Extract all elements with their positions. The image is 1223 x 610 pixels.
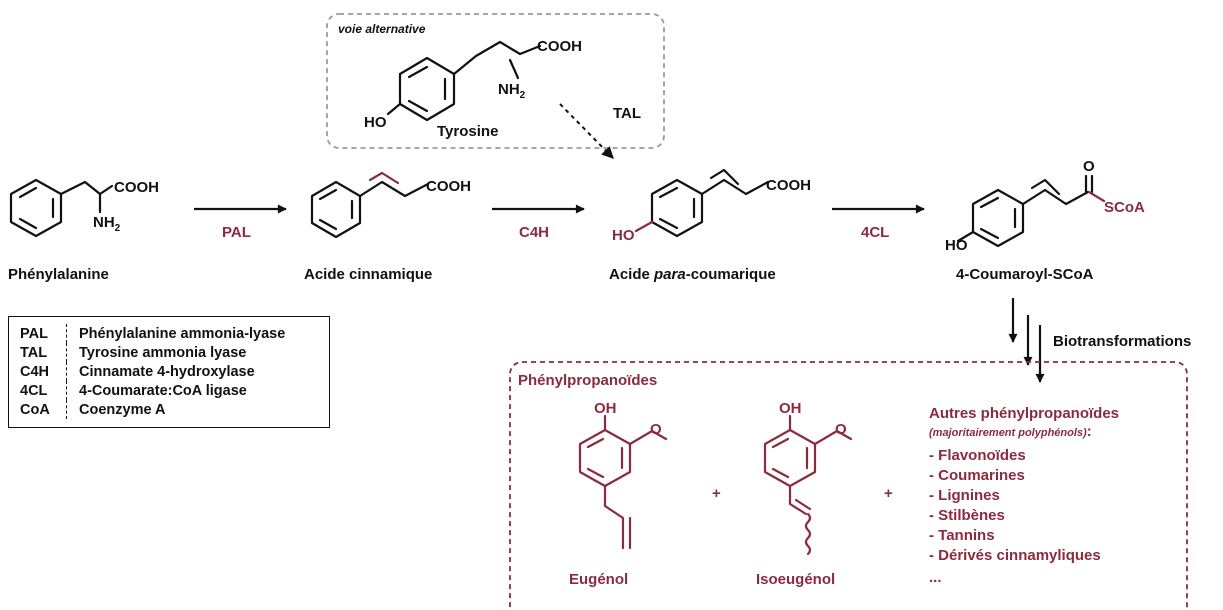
phenylalanine-structure: COOH NH2 <box>9 178 159 238</box>
pal-label: PAL <box>222 224 251 241</box>
tyrosine-ho: HO <box>364 114 387 131</box>
others-item-7: ... <box>929 569 942 586</box>
tal-label: TAL <box>613 105 641 122</box>
legend-row: PAL Phénylalanine ammonia-lyase <box>20 324 329 343</box>
eugenol-oh: OH <box>594 400 617 417</box>
coumaric-cooh: COOH <box>766 177 811 194</box>
plus-sign-1: + <box>712 485 721 502</box>
phe-nh2: NH2 <box>93 214 121 234</box>
legend-divider <box>66 324 79 343</box>
legend-row: CoA Coenzyme A <box>20 400 329 419</box>
isoeugenol-structure: OH O <box>763 400 853 556</box>
coumaroyl-scoa: SCoA <box>1104 199 1145 216</box>
phenylalanine-label: Phénylalanine <box>8 266 109 283</box>
cinnamic-acid-structure: COOH <box>310 171 471 239</box>
legend-abbr: PAL <box>20 325 48 342</box>
others-item-1: - Flavonoïdes <box>929 447 1026 464</box>
others-item-2: - Coumarines <box>929 467 1025 484</box>
legend-definition: 4-Coumarate:CoA ligase <box>79 382 247 399</box>
others-list: - Flavonoïdes - Coumarines - Lignines - … <box>929 447 1101 586</box>
phenylpropanoids-title: Phénylpropanoïdes <box>518 372 657 389</box>
alt-pathway-box: voie alternative COOH NH2 HO Tyrosine <box>326 13 665 149</box>
tyrosine-label: Tyrosine <box>437 123 498 140</box>
eugenol-o: O <box>650 421 662 438</box>
abbreviation-legend: PAL Phénylalanine ammonia-lyase TAL Tyro… <box>8 316 330 428</box>
coumaric-acid-structure: COOH HO <box>612 168 811 244</box>
eugenol-label: Eugénol <box>569 571 628 588</box>
legend-abbr: C4H <box>20 363 50 380</box>
legend-row: 4CL 4-Coumarate:CoA ligase <box>20 381 329 400</box>
legend-definition: Tyrosine ammonia lyase <box>79 344 247 361</box>
eugenol-structure: OH O <box>578 400 668 550</box>
coumaroyl-o: O <box>1083 158 1095 175</box>
isoeugenol-oh: OH <box>779 400 802 417</box>
legend-abbr: CoA <box>20 401 50 418</box>
tyrosine-structure: COOH NH2 HO <box>364 38 582 131</box>
alt-pathway-title: voie alternative <box>338 22 426 36</box>
plus-sign-2: + <box>884 485 893 502</box>
cinnamic-acid-label: Acide cinnamique <box>304 266 432 283</box>
others-subtitle: (majoritairement polyphénols): <box>929 423 1092 440</box>
legend-definition: Coenzyme A <box>79 401 166 418</box>
others-item-4: - Stilbènes <box>929 507 1005 524</box>
legend-definition: Phénylalanine ammonia-lyase <box>79 325 286 342</box>
legend-divider <box>66 362 79 381</box>
legend-divider <box>66 381 79 400</box>
others-item-5: - Tannins <box>929 527 995 544</box>
legend-divider <box>66 343 79 362</box>
coumaroyl-scoa-label: 4-Coumaroyl-SCoA <box>956 266 1094 283</box>
phe-cooh: COOH <box>114 179 159 196</box>
fourcl-label: 4CL <box>861 224 889 241</box>
coumaric-ho: HO <box>612 227 635 244</box>
legend-divider <box>66 400 79 419</box>
others-title: Autres phénylpropanoïdes <box>929 405 1119 422</box>
biotransformations-label: Biotransformations <box>1053 333 1191 350</box>
others-item-3: - Lignines <box>929 487 1000 504</box>
biotransformation-arrows <box>1008 298 1045 383</box>
coumaroyl-scoa-structure: O SCoA HO <box>945 158 1145 254</box>
legend-definition: Cinnamate 4-hydroxylase <box>79 363 255 380</box>
cinnamic-cooh: COOH <box>426 178 471 195</box>
tyrosine-nh2: NH2 <box>498 81 526 101</box>
tal-arrow <box>559 103 614 159</box>
legend-row: TAL Tyrosine ammonia lyase <box>20 343 329 362</box>
coumaroyl-ho: HO <box>945 237 968 254</box>
legend-abbr: 4CL <box>20 382 48 399</box>
tyrosine-cooh: COOH <box>537 38 582 55</box>
coumaric-acid-label: Acide para-coumarique <box>609 266 776 283</box>
phenylpropanoids-box: Phénylpropanoïdes OH O Eugénol + OH O Is <box>509 361 1188 610</box>
c4h-label: C4H <box>519 224 549 241</box>
isoeugenol-label: Isoeugénol <box>756 571 835 588</box>
legend-row: C4H Cinnamate 4-hydroxylase <box>20 362 329 381</box>
others-item-6: - Dérivés cinnamyliques <box>929 547 1101 564</box>
legend-abbr: TAL <box>20 344 48 361</box>
isoeugenol-o: O <box>835 421 847 438</box>
